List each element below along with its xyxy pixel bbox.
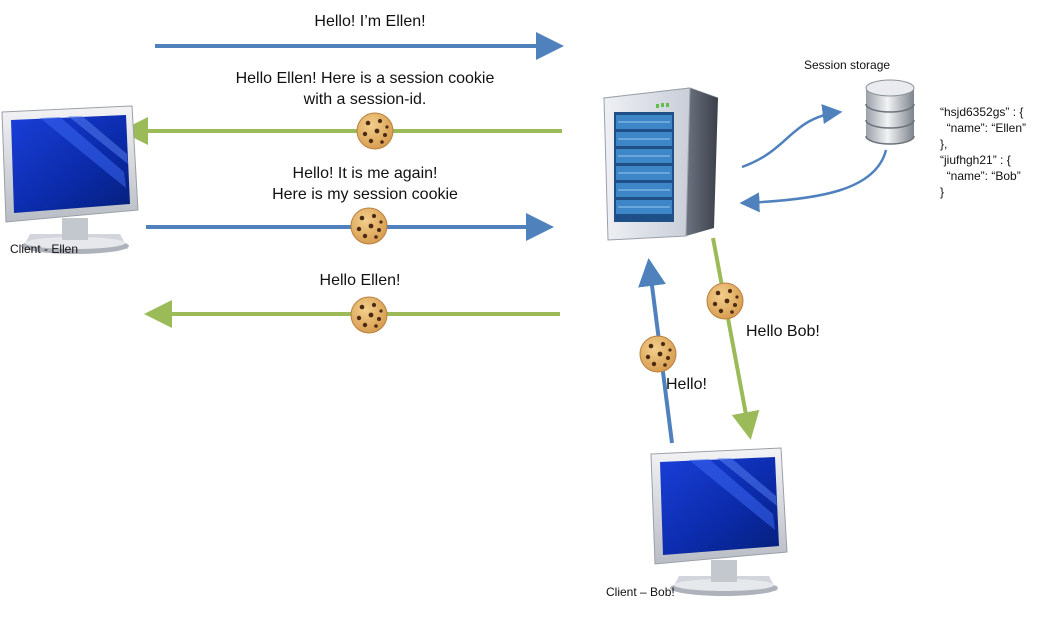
database-icon xyxy=(865,79,915,145)
message-hello-bob: Hello Bob! xyxy=(746,323,820,340)
monitor-icon xyxy=(650,447,788,597)
cookie-icon xyxy=(350,296,388,334)
storage-line: “name”: “Ellen” xyxy=(940,121,1027,135)
message-hello-ellen: Hello! I’m Ellen! xyxy=(314,13,426,30)
storage-line: “name”: “Bob” xyxy=(940,169,1021,183)
cookie-icon xyxy=(356,112,394,150)
session-storage-contents: “hsjd6352gs” : { “name”: “Ellen”}, “jiufh… xyxy=(940,88,1026,216)
message-me-again-line1: Hello! It is me again! xyxy=(292,165,438,182)
client-bob-label: Client – Bob! xyxy=(606,585,675,599)
message-hello-ellen-reply: Hello Ellen! xyxy=(319,272,401,289)
storage-line: } xyxy=(940,185,945,199)
server-icon xyxy=(602,87,719,241)
message-bob-hello: Hello! xyxy=(666,376,707,393)
arrow-server-to-storage xyxy=(741,104,843,169)
cookie-icon xyxy=(350,207,388,245)
storage-line: “hsjd6352gs” : { xyxy=(940,105,1024,119)
message-session-cookie-line2: with a session-id. xyxy=(303,91,427,108)
monitor-icon xyxy=(1,105,139,255)
arrow-bob-response xyxy=(711,237,760,440)
cookie-icon xyxy=(639,335,677,373)
message-session-cookie-line1: Hello Ellen! Here is a session cookie xyxy=(235,70,495,87)
client-ellen-label: Client - Ellen xyxy=(10,242,79,256)
storage-line: }, xyxy=(940,137,948,151)
session-storage-label: Session storage xyxy=(804,58,891,72)
arrow-storage-to-server xyxy=(739,149,888,213)
message-me-again-line2: Here is my session cookie xyxy=(272,186,458,203)
cookie-icon xyxy=(706,282,744,320)
storage-line: “jiufhgh21” : { xyxy=(940,153,1011,167)
